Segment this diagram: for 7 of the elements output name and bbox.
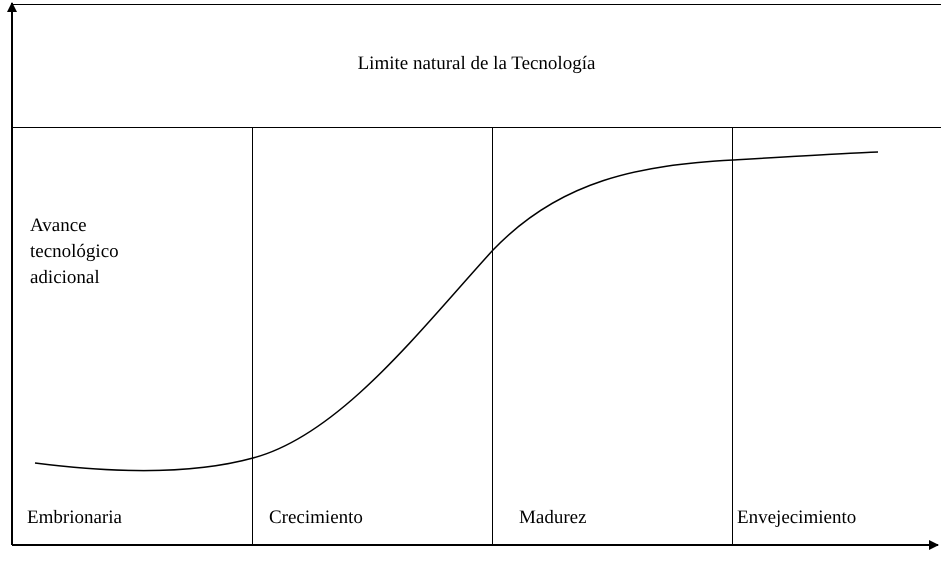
- phase-label: Madurez: [519, 507, 587, 529]
- phase-label: Envejecimiento: [737, 507, 856, 529]
- phase-label: Crecimiento: [269, 507, 363, 529]
- axis-label: Avance tecnológico adicional: [30, 214, 120, 290]
- phase-label: Embrionaria: [27, 507, 122, 529]
- band-title: Limite natural de la Tecnología: [356, 53, 596, 75]
- limit-band: [12, 4, 941, 128]
